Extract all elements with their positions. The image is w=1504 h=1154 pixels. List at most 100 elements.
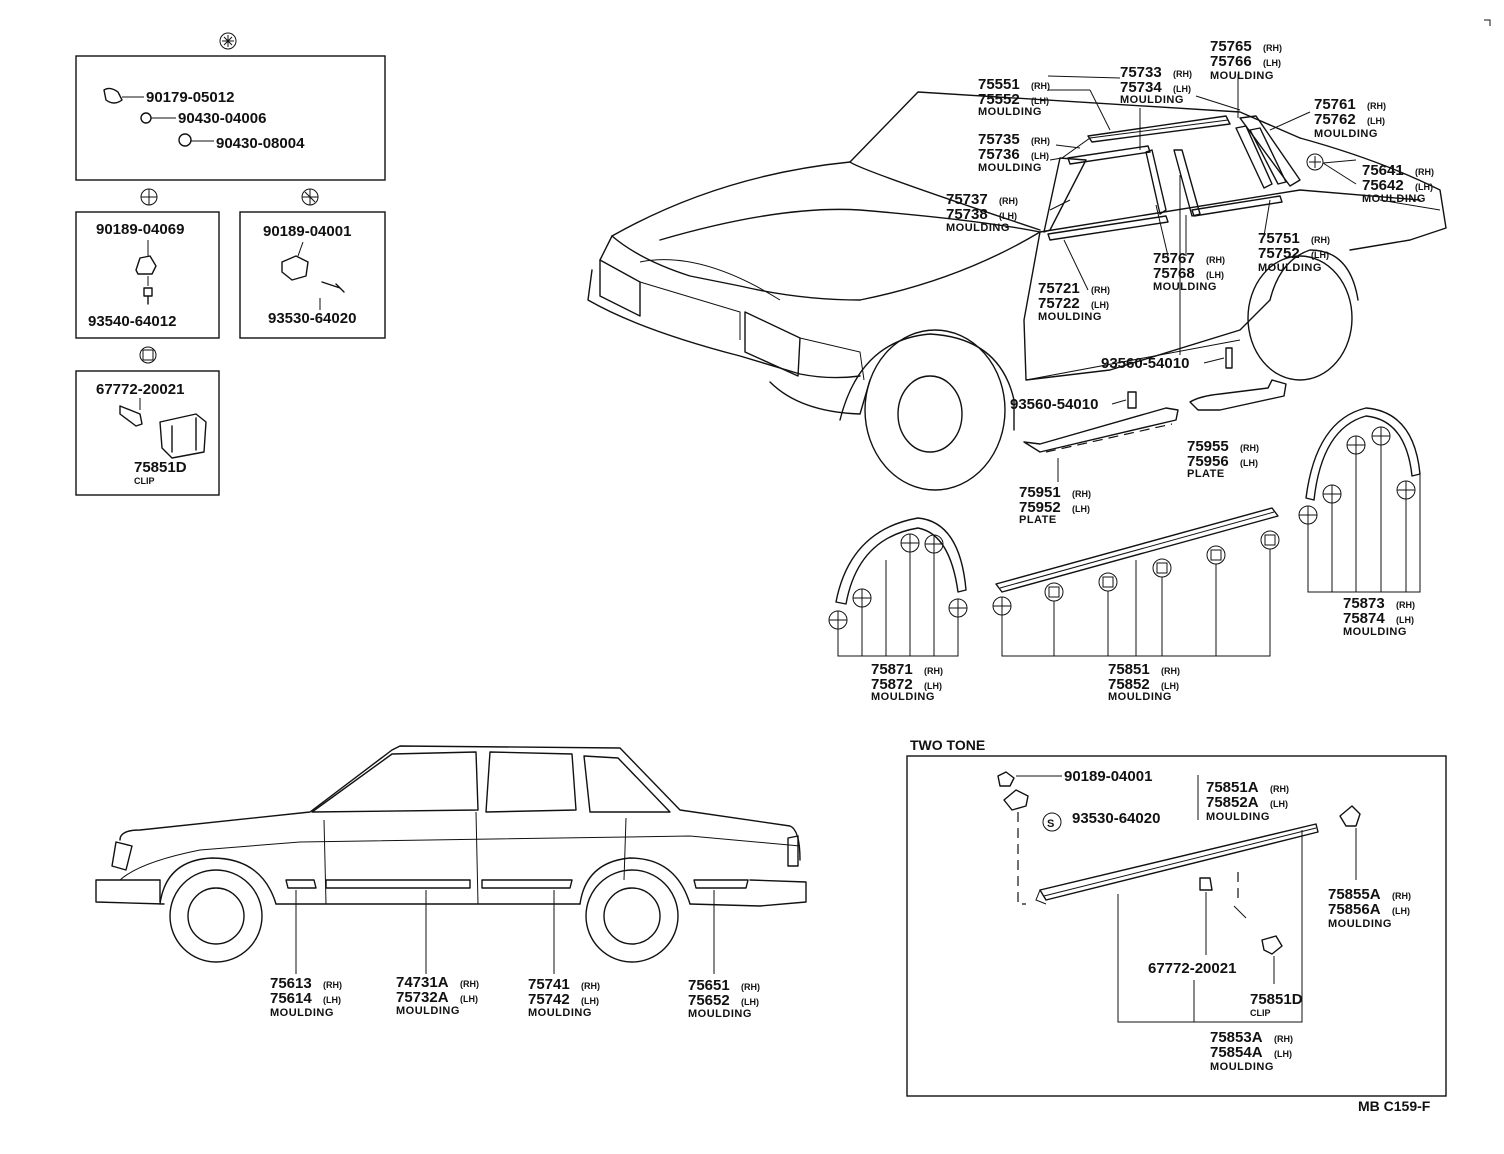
svg-text:MOULDING: MOULDING bbox=[1314, 128, 1378, 140]
svg-text:(RH): (RH) bbox=[999, 196, 1018, 206]
fastener-box-3: 90189-04001 93530-64020 bbox=[239, 188, 386, 339]
nut-icon bbox=[140, 112, 152, 124]
svg-text:(LH): (LH) bbox=[1263, 58, 1281, 68]
label-75852A: 75852A bbox=[1206, 794, 1259, 811]
clip-nut-icon bbox=[135, 255, 157, 275]
pin-icon bbox=[119, 405, 143, 427]
label-75736: 75736 bbox=[978, 146, 1020, 163]
scuff-plates: 75955 (RH) 75956 (LH) PLATE 75951 (RH) 7… bbox=[1019, 379, 1287, 526]
tt-part-67772-20021: 67772-20021 bbox=[1148, 960, 1236, 977]
svg-text:(LH): (LH) bbox=[1031, 151, 1049, 161]
fastener-box-2: 90189-04069 93540-64012 bbox=[75, 188, 220, 339]
label-75738: 75738 bbox=[946, 206, 988, 223]
svg-text:(RH): (RH) bbox=[1263, 43, 1282, 53]
part-90430-08004: 90430-08004 bbox=[216, 135, 305, 152]
label-75734: 75734 bbox=[1120, 79, 1162, 96]
svg-text:PLATE: PLATE bbox=[1019, 514, 1057, 526]
label-75733: 75733 bbox=[1120, 64, 1162, 81]
svg-text:(LH): (LH) bbox=[741, 997, 759, 1007]
svg-text:MOULDING: MOULDING bbox=[270, 1007, 334, 1019]
grommet-icon bbox=[103, 87, 123, 104]
part-93540-64012: 93540-64012 bbox=[88, 313, 176, 330]
roof-moulding-part bbox=[1087, 115, 1231, 143]
svg-text:(RH): (RH) bbox=[1311, 235, 1330, 245]
label-75851A: 75851A bbox=[1206, 779, 1259, 796]
tt-part-90189-04001: 90189-04001 bbox=[1064, 768, 1152, 785]
label-75767: 75767 bbox=[1153, 250, 1195, 267]
part-90179-05012: 90179-05012 bbox=[146, 89, 234, 106]
svg-text:MOULDING: MOULDING bbox=[978, 162, 1042, 174]
car-perspective-drawing bbox=[587, 91, 1447, 491]
label-75765: 75765 bbox=[1210, 38, 1252, 55]
label-75751: 75751 bbox=[1258, 230, 1300, 247]
label-75651: 75651 bbox=[688, 977, 730, 994]
label-75872: 75872 bbox=[871, 676, 913, 693]
svg-text:MOULDING: MOULDING bbox=[1210, 1061, 1274, 1073]
svg-text:MOULDING: MOULDING bbox=[396, 1005, 460, 1017]
front-wheel-arch-moulding: 75871 (RH) 75872 (LH) MOULDING bbox=[828, 517, 968, 703]
svg-text:MOULDING: MOULDING bbox=[978, 106, 1042, 118]
part-93530-64020: 93530-64020 bbox=[268, 310, 356, 327]
svg-text:(RH): (RH) bbox=[1161, 666, 1180, 676]
label-75742: 75742 bbox=[528, 991, 570, 1008]
svg-text:(RH): (RH) bbox=[1091, 285, 1110, 295]
svg-text:(RH): (RH) bbox=[1274, 1034, 1293, 1044]
svg-text:(RH): (RH) bbox=[1392, 891, 1411, 901]
label-75762: 75762 bbox=[1314, 111, 1356, 128]
clip-nut-icon bbox=[281, 255, 309, 281]
svg-text:S: S bbox=[1047, 818, 1055, 830]
screw-icon bbox=[143, 287, 153, 305]
svg-text:(LH): (LH) bbox=[1240, 458, 1258, 468]
svg-text:(RH): (RH) bbox=[924, 666, 943, 676]
rocker-moulding: 75851 (RH) 75852 (LH) MOULDING bbox=[992, 507, 1280, 703]
label-75955: 75955 bbox=[1187, 438, 1229, 455]
symbol-square-icon bbox=[139, 346, 157, 364]
svg-text:(RH): (RH) bbox=[1240, 443, 1259, 453]
label-75768: 75768 bbox=[1153, 265, 1195, 282]
svg-text:(LH): (LH) bbox=[1270, 799, 1288, 809]
svg-text:(LH): (LH) bbox=[1031, 96, 1049, 106]
svg-text:CLIP: CLIP bbox=[1250, 1008, 1271, 1018]
svg-text:MOULDING: MOULDING bbox=[1038, 311, 1102, 323]
label-75856A: 75856A bbox=[1328, 901, 1381, 918]
svg-text:MOULDING: MOULDING bbox=[1362, 193, 1426, 205]
screw-icon bbox=[1225, 347, 1233, 369]
svg-text:(LH): (LH) bbox=[1206, 270, 1224, 280]
symbol-s-icon bbox=[1042, 812, 1062, 832]
svg-text:(RH): (RH) bbox=[1396, 600, 1415, 610]
svg-text:(LH): (LH) bbox=[999, 211, 1017, 221]
diagram-code: MB C159-F bbox=[1358, 1098, 1431, 1114]
svg-text:(RH): (RH) bbox=[1270, 784, 1289, 794]
clip-icon bbox=[159, 413, 207, 459]
label-75642: 75642 bbox=[1362, 177, 1404, 194]
side-view-labels: 75613 (RH) 75614 (LH) MOULDING 74731A (R… bbox=[270, 974, 760, 1020]
svg-text:(RH): (RH) bbox=[1072, 489, 1091, 499]
two-tone-box: TWO TONE 90189-04001 S 93530-64020 75851… bbox=[906, 737, 1447, 1097]
label-75613: 75613 bbox=[270, 975, 312, 992]
svg-text:(RH): (RH) bbox=[1031, 136, 1050, 146]
label-75752: 75752 bbox=[1258, 245, 1300, 262]
part-90189-04001: 90189-04001 bbox=[263, 223, 351, 240]
svg-text:(LH): (LH) bbox=[1091, 300, 1109, 310]
label-75871: 75871 bbox=[871, 661, 913, 678]
svg-text:(LH): (LH) bbox=[323, 995, 341, 1005]
clip-nut-icon bbox=[997, 771, 1015, 787]
label-75551: 75551 bbox=[978, 76, 1020, 93]
screw-icon bbox=[321, 281, 345, 293]
svg-text:MOULDING: MOULDING bbox=[1153, 281, 1217, 293]
clip-nut-icon bbox=[1003, 789, 1029, 811]
label-75854A: 75854A bbox=[1210, 1044, 1263, 1061]
label-75614: 75614 bbox=[270, 990, 312, 1007]
svg-text:(RH): (RH) bbox=[460, 979, 479, 989]
svg-text:(LH): (LH) bbox=[1392, 906, 1410, 916]
fastener-box-1: 90179-05012 90430-04006 90430-08004 bbox=[75, 32, 386, 181]
svg-text:(RH): (RH) bbox=[741, 982, 760, 992]
svg-text:MOULDING: MOULDING bbox=[946, 222, 1010, 234]
svg-text:(LH): (LH) bbox=[1161, 681, 1179, 691]
tt-part-75851D: 75851D bbox=[1250, 991, 1303, 1008]
label-75735: 75735 bbox=[978, 131, 1020, 148]
svg-text:MOULDING: MOULDING bbox=[528, 1007, 592, 1019]
label-75741: 75741 bbox=[528, 976, 570, 993]
svg-text:PLATE: PLATE bbox=[1187, 468, 1225, 480]
